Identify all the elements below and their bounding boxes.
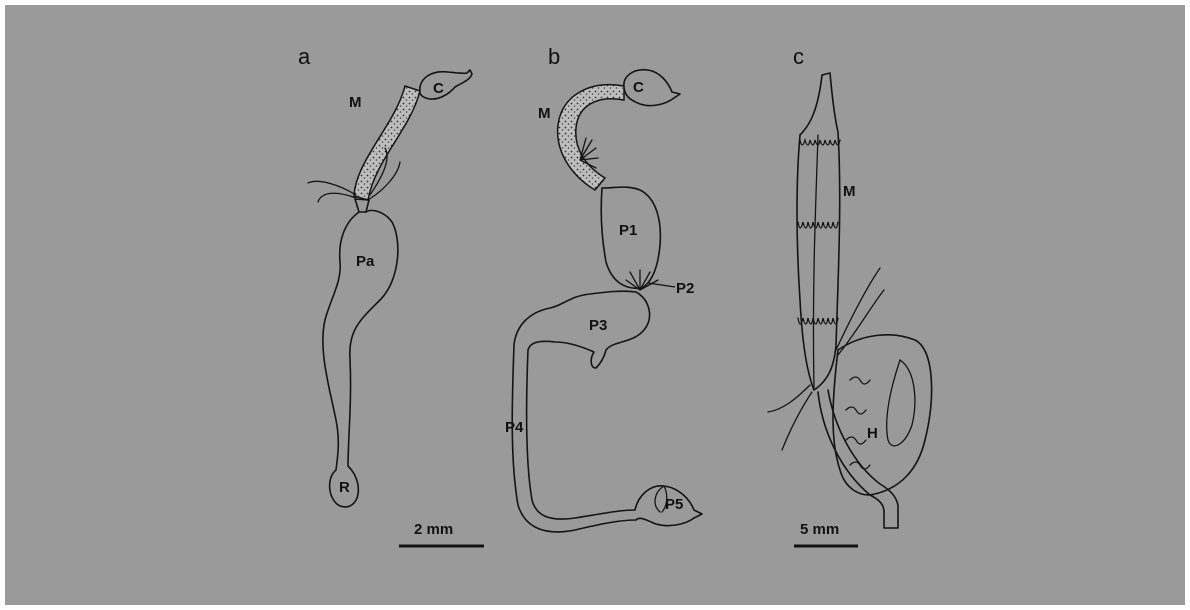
panel-b-label: b	[548, 44, 560, 69]
panel-b-label-m: M	[538, 105, 551, 122]
panel-a-label-m: M	[349, 94, 362, 111]
panel-c-label: c	[793, 44, 804, 69]
panel-c-label-h: H	[867, 425, 878, 442]
panel-a-label: a	[298, 44, 311, 69]
panel-c-label-m: M	[843, 183, 856, 200]
panel-a-label-c: C	[433, 80, 444, 97]
panel-b-label-c: C	[633, 79, 644, 96]
panel-b-label-p1: P1	[619, 222, 637, 239]
panel-b-label-p4: P4	[505, 419, 524, 436]
panel-b-label-p5: P5	[665, 496, 683, 513]
panel-a-label-r: R	[339, 479, 350, 496]
panel-b-label-p2: P2	[676, 280, 694, 297]
panel-a-label-pa: Pa	[356, 253, 375, 270]
panel-a-scale-label: 2 mm	[414, 521, 453, 538]
panel-b-label-p3: P3	[589, 317, 607, 334]
panel-c-scale-label: 5 mm	[800, 521, 839, 538]
